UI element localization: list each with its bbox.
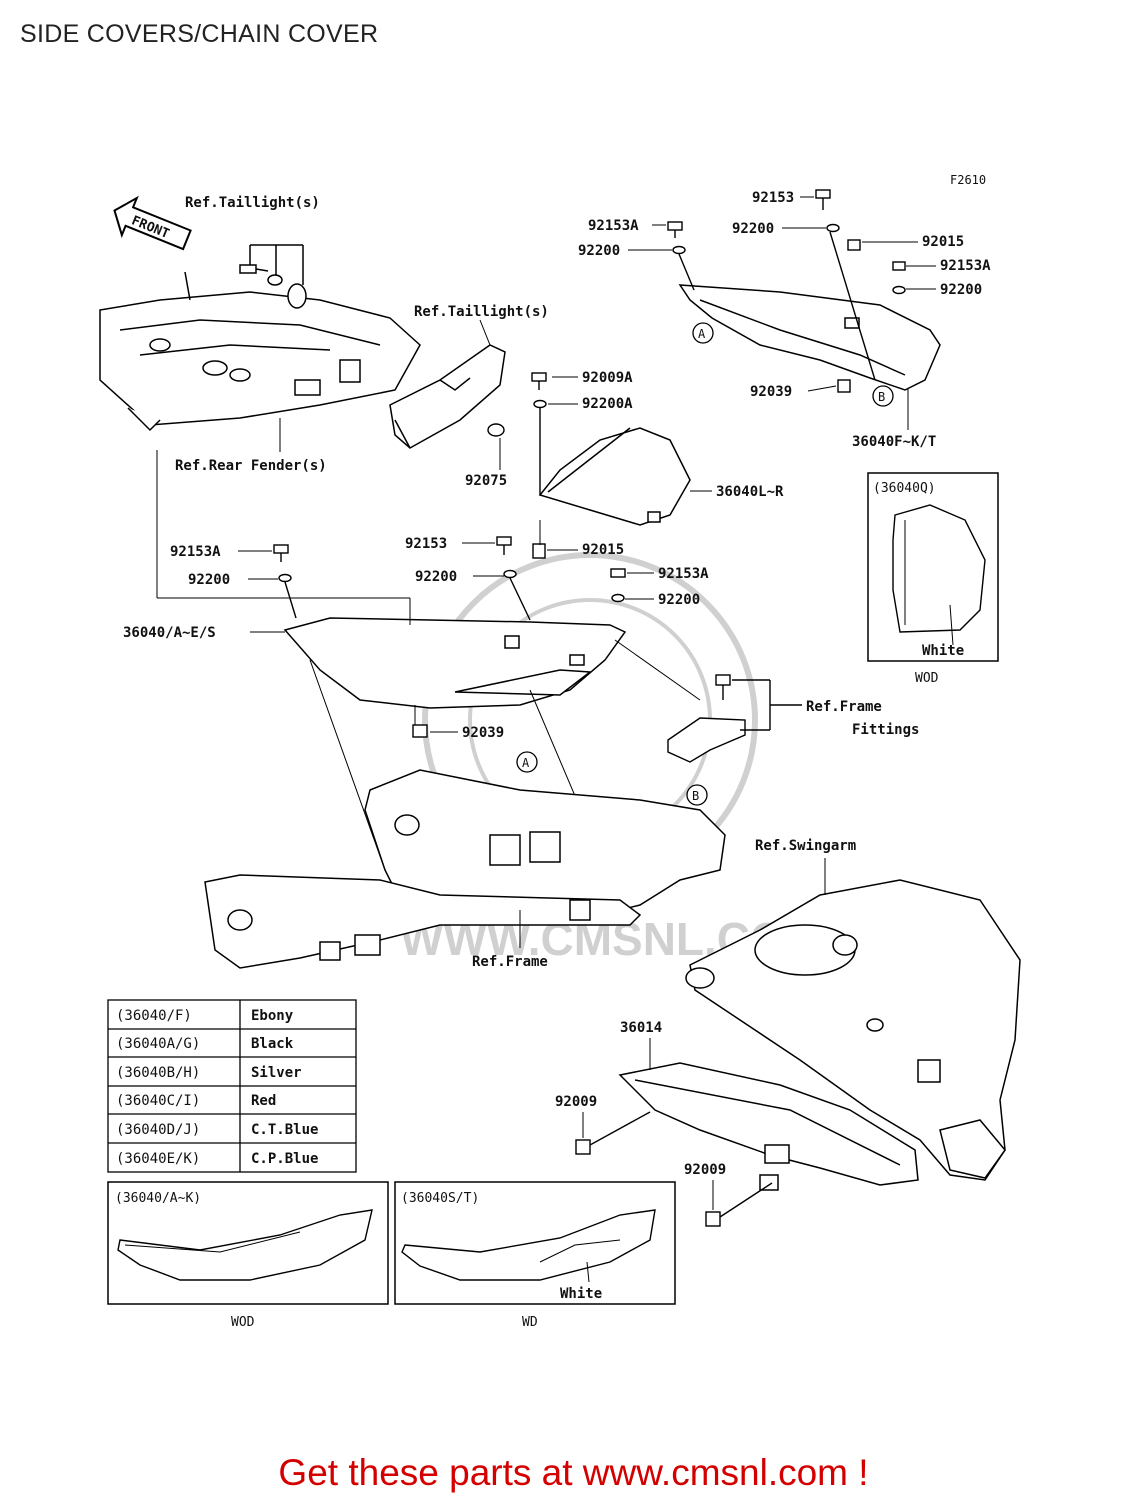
- callout-92015-top: 92015: [922, 234, 964, 250]
- callout-92015-mid: 92015: [582, 542, 624, 558]
- callout-92039-mid: 92039: [462, 725, 504, 741]
- callout-92153-top: 92153: [752, 190, 794, 206]
- callout-ref-taillight-1: Ref.Taillight(s): [185, 195, 320, 211]
- callout-36040l-r: 36040L~R: [716, 484, 784, 500]
- inset-36040s-t-color-label: White: [560, 1286, 602, 1302]
- fastener-set-upper-right: [667, 189, 906, 393]
- marker-a-top: A: [692, 322, 714, 344]
- inset-36040-a-k-caption: WOD: [231, 1315, 255, 1330]
- marker-a-frame: A: [516, 751, 538, 773]
- front-arrow-icon: FRONT: [113, 195, 192, 251]
- color-table-code: (36040E/K): [116, 1151, 200, 1167]
- callout-36040-a-e-s: 36040/A~E/S: [123, 625, 216, 641]
- color-table-code: (36040D/J): [116, 1122, 200, 1138]
- sub-frame: [204, 769, 726, 969]
- callout-92039-top: 92039: [750, 384, 792, 400]
- callout-92009a: 92009A: [582, 370, 633, 386]
- callout-36040f-k-t: 36040F~K/T: [852, 434, 936, 450]
- color-table-code: (36040B/H): [116, 1065, 200, 1081]
- inset-36040-a-k: [107, 1181, 389, 1305]
- callout-92200-top-right: 92200: [732, 221, 774, 237]
- svg-text:A: A: [522, 756, 530, 770]
- inset-36040q-caption: WOD: [915, 671, 939, 686]
- callout-92200-mid: 92200: [415, 569, 457, 585]
- callout-92153a-right: 92153A: [940, 258, 991, 274]
- callout-92200-top-left: 92200: [578, 243, 620, 259]
- callout-36014: 36014: [620, 1020, 662, 1036]
- callout-92200-mid-right: 92200: [658, 592, 700, 608]
- taillight-bolt-icon: [239, 244, 307, 309]
- color-table-code: (36040A/G): [116, 1036, 200, 1052]
- fastener-set-seat: [487, 372, 547, 495]
- color-table-color: Silver: [251, 1065, 302, 1081]
- taillight-unit: [389, 344, 506, 449]
- inset-36040q-color-label: White: [922, 643, 964, 659]
- seat-cowl-cover: [538, 427, 691, 526]
- callout-92153a-mid: 92153A: [658, 566, 709, 582]
- callout-92153-mid: 92153: [405, 536, 447, 552]
- callout-92153a-left: 92153A: [170, 544, 221, 560]
- inset-36040s-t-title: (36040S/T): [401, 1191, 479, 1206]
- color-table-code: (36040C/I): [116, 1093, 200, 1109]
- frame-fitting-bracket: [667, 674, 802, 763]
- page-title: SIDE COVERS/CHAIN COVER: [20, 20, 379, 48]
- rear-fender-assembly: [99, 271, 421, 432]
- inset-36040q: [867, 472, 999, 662]
- callout-92200-left: 92200: [188, 572, 230, 588]
- inset-36040q-title: (36040Q): [873, 481, 936, 496]
- fastener-set-middle: [273, 536, 626, 738]
- inset-36040s-t-caption: WD: [522, 1315, 538, 1330]
- inset-36040s-t: [394, 1181, 676, 1305]
- callout-92009-left: 92009: [555, 1094, 597, 1110]
- color-table-color: Ebony: [251, 1008, 294, 1024]
- color-table-color: C.P.Blue: [251, 1151, 318, 1167]
- side-cover-middle: [283, 617, 627, 709]
- callout-ref-frame-fittings-2: Fittings: [852, 722, 919, 738]
- callout-ref-frame-fittings-1: Ref.Frame: [806, 699, 882, 715]
- callout-ref-taillight-2: Ref.Taillight(s): [414, 304, 549, 320]
- callout-92153a-top: 92153A: [588, 218, 639, 234]
- callout-92075: 92075: [465, 473, 507, 489]
- callout-92200a: 92200A: [582, 396, 633, 412]
- callout-ref-frame: Ref.Frame: [472, 954, 548, 970]
- svg-text:A: A: [698, 327, 706, 341]
- color-table-color: C.T.Blue: [251, 1122, 318, 1138]
- chain-cover: [618, 1062, 919, 1191]
- color-table-code: (36040/F): [116, 1008, 192, 1024]
- svg-text:B: B: [692, 789, 699, 803]
- callout-ref-rear-fender: Ref.Rear Fender(s): [175, 458, 327, 474]
- color-table: [107, 999, 357, 1173]
- color-table-color: Black: [251, 1036, 294, 1052]
- side-cover-upper-right: [678, 284, 941, 391]
- callout-92009-right: 92009: [684, 1162, 726, 1178]
- callout-92200-right: 92200: [940, 282, 982, 298]
- callout-ref-swingarm: Ref.Swingarm: [755, 838, 856, 854]
- inset-36040-a-k-title: (36040/A~K): [115, 1191, 201, 1206]
- color-table-color: Red: [251, 1093, 276, 1109]
- swingarm: [685, 879, 1021, 1181]
- fastener-set-chain-cover: [575, 1111, 773, 1227]
- marker-b-frame: B: [686, 784, 708, 806]
- svg-text:B: B: [878, 390, 885, 404]
- footer-cta-link[interactable]: Get these parts at www.cmsnl.com !: [278, 1452, 869, 1493]
- figure-code: F2610: [950, 173, 986, 187]
- marker-b-top: B: [872, 385, 894, 407]
